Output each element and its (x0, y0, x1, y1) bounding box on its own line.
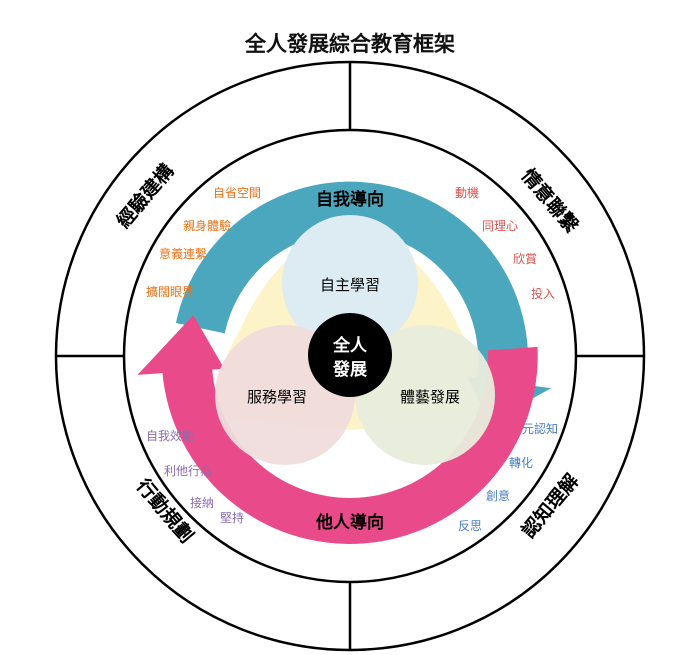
quadrant-item: 擴闊眼界 (146, 284, 194, 299)
quadrant-label: 認知理解 (517, 469, 583, 542)
quadrant-item: 利他行為 (164, 464, 212, 478)
quadrant-item: 堅持 (220, 510, 244, 525)
center-label-2: 發展 (332, 359, 367, 380)
quadrant-item: 動機 (455, 185, 479, 200)
quadrant-item: 欣賞 (513, 252, 537, 266)
quadrant-label: 情意聯繫 (517, 164, 583, 237)
circle-label-top: 自主學習 (320, 276, 380, 294)
quadrant-item: 接納 (190, 495, 214, 510)
center-circle (308, 313, 392, 397)
diagram-title: 全人發展綜合教育框架 (245, 32, 455, 56)
quadrant-item: 轉化 (509, 456, 533, 470)
other-directed-arrow (137, 315, 538, 544)
circle-label-left: 服務學習 (247, 388, 307, 406)
self-directed-arrow (175, 181, 551, 423)
quadrant-item: 投入 (531, 286, 555, 301)
quadrant-item: 創意 (486, 488, 510, 503)
circle-self-learning (282, 215, 418, 351)
quadrant-item: 元認知 (522, 421, 558, 436)
quadrant-item: 反思 (458, 519, 482, 533)
quadrant-item: 自我效能 (146, 428, 194, 443)
quadrant-item: 親身體驗 (183, 218, 231, 233)
quadrant-item: 意義連繫 (159, 246, 207, 261)
arrow-label-top: 自我導向 (316, 189, 384, 210)
arrow-label-bottom: 他人導向 (315, 512, 384, 533)
circle-label-right: 體藝發展 (400, 388, 460, 406)
quadrant-item: 自省空間 (213, 186, 261, 200)
quadrant-item: 同理心 (482, 219, 518, 233)
center-label-1: 全人 (332, 335, 368, 356)
